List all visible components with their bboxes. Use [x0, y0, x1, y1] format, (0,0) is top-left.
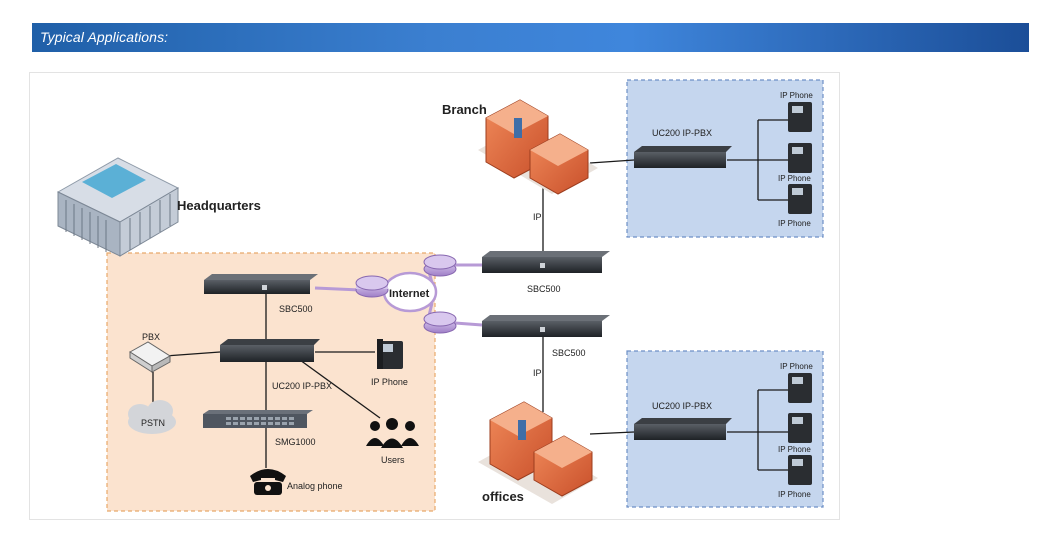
branch-label: Branch — [442, 102, 487, 117]
ip-phone-hq-label: IP Phone — [371, 377, 408, 387]
headquarters-label: Headquarters — [177, 198, 261, 213]
offices-phone-label: IP Phone — [778, 445, 811, 454]
router-icon — [423, 254, 457, 277]
sbc-mid-top-label: SBC500 — [527, 284, 561, 294]
branch-phone-label: IP Phone — [778, 219, 811, 228]
ip-phone-icon — [788, 184, 812, 214]
internet-label: Internet — [389, 288, 430, 300]
ip-label-bottom: IP — [533, 368, 542, 378]
ip-phone-icon — [788, 413, 812, 443]
sbc-hq-label: SBC500 — [279, 304, 313, 314]
analog-phone-icon — [250, 469, 286, 495]
smg-label: SMG1000 — [275, 437, 316, 447]
sbc-mid-bottom-label: SBC500 — [552, 348, 586, 358]
uc-hq-label: UC200 IP-PBX — [272, 381, 332, 391]
ip-label-top: IP — [533, 212, 542, 222]
sbc500-device-icon — [482, 251, 610, 273]
section-header-bar: Typical Applications: — [32, 23, 1029, 52]
branch-phone-label: IP Phone — [780, 91, 813, 100]
users-label: Users — [381, 455, 405, 465]
branch-building-icon — [478, 99, 598, 195]
smg1000-device-icon — [203, 410, 313, 428]
section-title: Typical Applications: — [40, 29, 169, 45]
pbx-device-icon — [129, 341, 171, 373]
router-icon — [355, 275, 389, 298]
uc200-device-icon — [634, 418, 732, 440]
sbc500-device-icon — [482, 315, 610, 337]
pbx-label: PBX — [142, 332, 160, 342]
ip-phone-icon — [788, 373, 812, 403]
ip-phone-icon — [377, 339, 403, 369]
uc-branch-label: UC200 IP-PBX — [652, 128, 712, 138]
sbc500-device-icon — [204, 274, 318, 294]
uc200-device-icon — [220, 339, 320, 362]
ip-phone-icon — [788, 455, 812, 485]
pstn-cloud-icon — [128, 400, 176, 434]
analog-phone-label: Analog phone — [287, 481, 343, 491]
branch-phone-label: IP Phone — [778, 174, 811, 183]
ip-phone-icon — [788, 102, 812, 132]
offices-phone-label: IP Phone — [778, 490, 811, 499]
router-icon — [423, 311, 457, 334]
uc200-device-icon — [634, 146, 732, 168]
users-icon — [366, 418, 419, 448]
pstn-label: PSTN — [141, 418, 165, 428]
headquarters-building-icon — [56, 157, 180, 257]
offices-phone-label: IP Phone — [780, 362, 813, 371]
uc-offices-label: UC200 IP-PBX — [652, 401, 712, 411]
offices-label: offices — [482, 489, 524, 504]
offices-building-icon — [478, 401, 598, 504]
ip-phone-icon — [788, 143, 812, 173]
